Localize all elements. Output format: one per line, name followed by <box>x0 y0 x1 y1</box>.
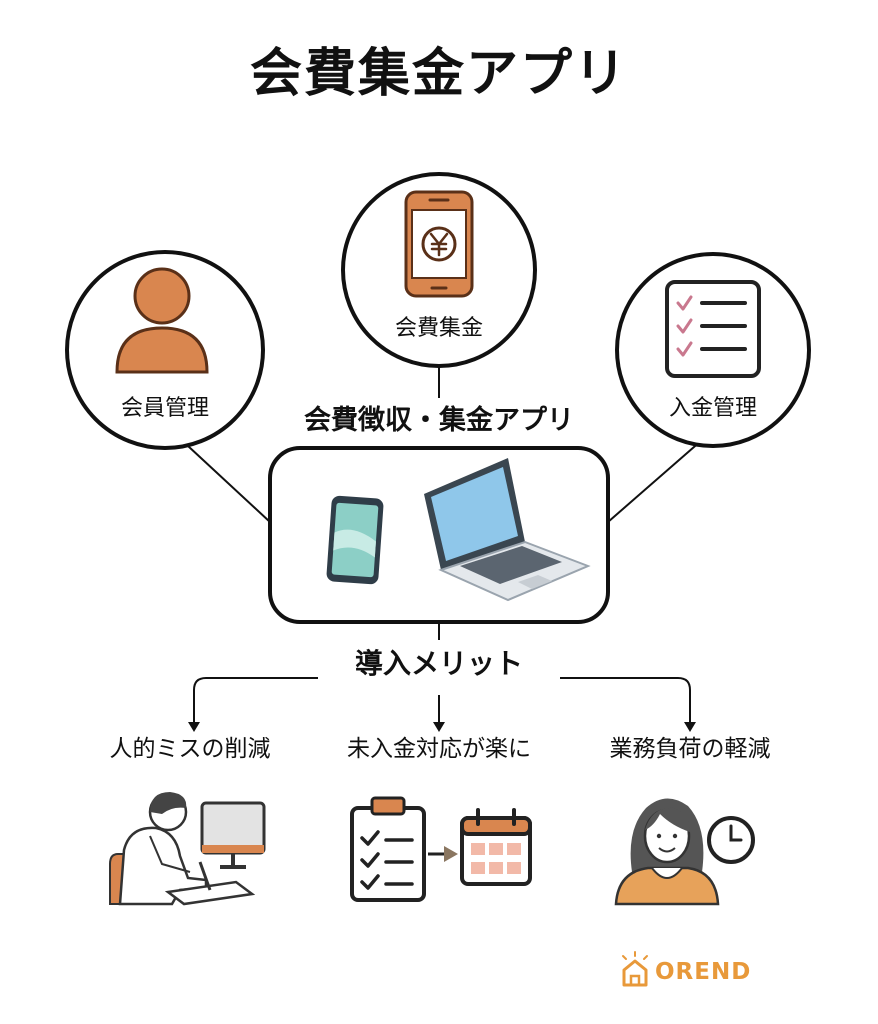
person-icon <box>115 267 209 374</box>
benefit-label-unpaid: 未入金対応が楽に <box>347 736 531 762</box>
person-at-computer-icon <box>109 792 266 906</box>
branch-right <box>560 677 691 724</box>
arrowhead-right <box>684 722 696 732</box>
feature-label-collection: 会費集金 <box>394 316 484 341</box>
yen-phone-icon <box>404 190 474 298</box>
app-title: 会費徴収・集金アプリ <box>294 407 584 434</box>
feature-label-payment: 入金管理 <box>668 396 758 421</box>
smiling-woman-clock-icon <box>614 798 755 906</box>
checklist-to-calendar-icon <box>350 796 532 902</box>
benefit-label-workload: 業務負荷の軽減 <box>609 736 771 762</box>
feature-label-member: 会員管理 <box>120 396 210 421</box>
benefit-label-errors: 人的ミスの削減 <box>109 736 271 762</box>
connector-payment <box>607 439 703 523</box>
smartphone-icon <box>326 495 384 585</box>
brand-name: OREND <box>655 959 752 985</box>
orend-logo-icon <box>622 951 648 987</box>
branch-left <box>193 677 318 724</box>
laptop-icon <box>424 458 591 602</box>
arrowhead-left <box>188 722 200 732</box>
checklist-icon <box>665 280 761 378</box>
benefits-title: 導入メリット <box>340 650 538 678</box>
branch-arrowheads <box>188 722 696 732</box>
brand-logo: OREND <box>620 955 770 991</box>
connector-member <box>187 445 271 523</box>
page-title: 会費集金アプリ <box>249 44 629 104</box>
arrowhead-center <box>433 722 445 732</box>
connector-lines <box>187 366 703 724</box>
